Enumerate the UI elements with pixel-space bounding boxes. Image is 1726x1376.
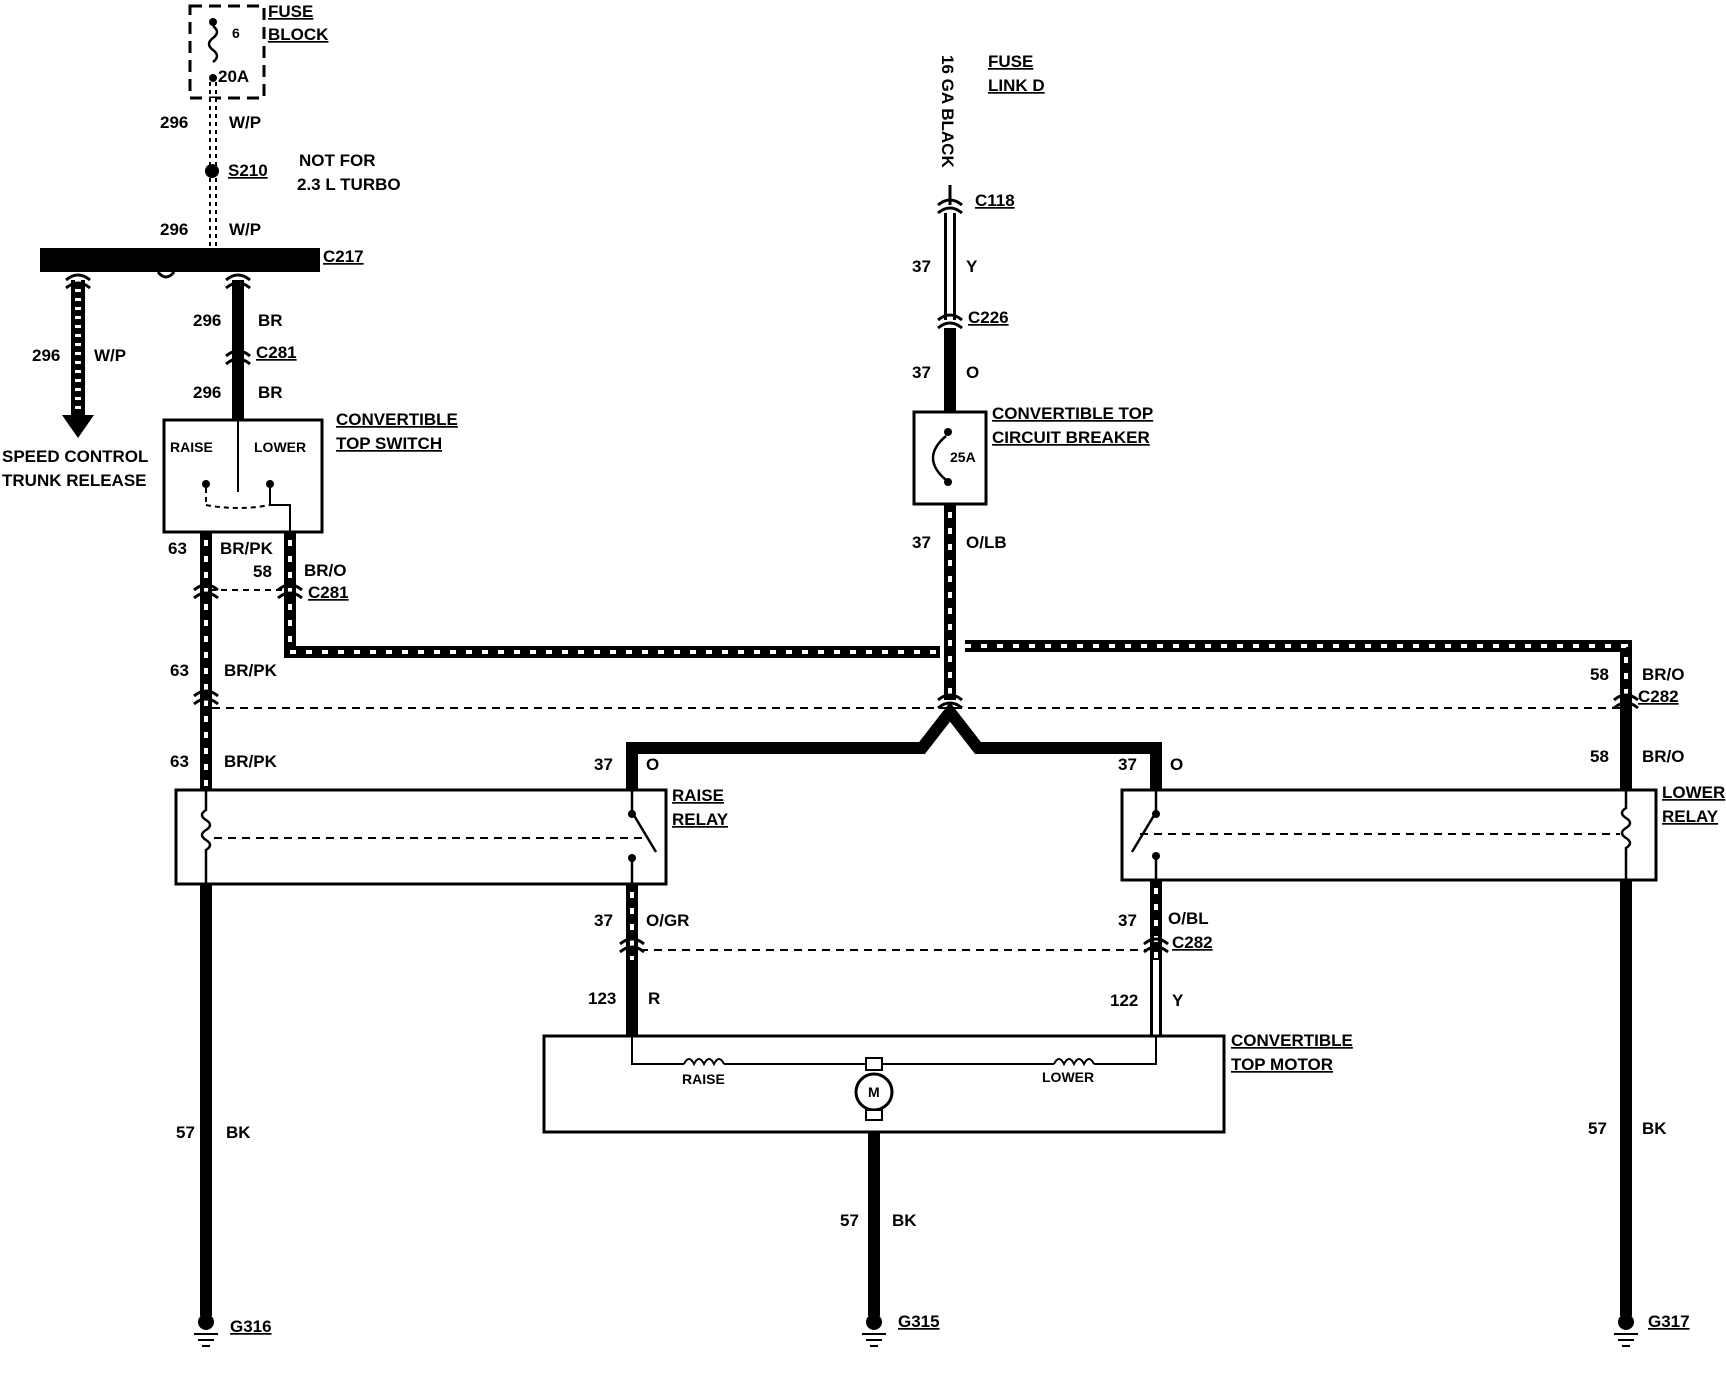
connector-c281-a: C281 [256, 343, 297, 362]
wire-37-o-num: 37 [912, 363, 931, 382]
speed-control-arrow-icon [62, 415, 94, 438]
motor-lower: LOWER [1042, 1069, 1094, 1085]
lower-relay-line-2: RELAY [1662, 807, 1719, 826]
wire-63-brpk-3-color: BR/PK [224, 752, 278, 771]
wire-296-br-2-num: 296 [193, 383, 221, 402]
wire-296-wp-3-num: 296 [32, 346, 60, 365]
breaker-title-2: CIRCUIT BREAKER [992, 428, 1150, 447]
connector-c226: C226 [968, 308, 1009, 327]
wire-296-wp-2-color: W/P [229, 220, 261, 239]
wire-57-bk-1-color: BK [226, 1123, 251, 1142]
motor-raise: RAISE [682, 1071, 725, 1087]
wire-37-o-left-num: 37 [594, 755, 613, 774]
splice-label: S210 [228, 161, 268, 180]
switch-title-1: CONVERTIBLE [336, 410, 458, 429]
wire-296-wp-1-color: W/P [229, 113, 261, 132]
note-line-2: 2.3 L TURBO [297, 175, 401, 194]
wire-57-bk-2-num: 57 [840, 1211, 859, 1230]
wire-37-ogr-num: 37 [594, 911, 613, 930]
convertible-top-switch [162, 418, 324, 534]
wire-37-o-color: O [966, 363, 979, 382]
wire-37-ogr-color: O/GR [646, 911, 689, 930]
wire-63-brpk-3-num: 63 [170, 752, 189, 771]
connector-c282-b: C282 [1172, 933, 1213, 952]
wire-37-olb-num: 37 [912, 533, 931, 552]
wire-37-o-left-color: O [646, 755, 659, 774]
breaker-title-1: CONVERTIBLE TOP [992, 404, 1153, 423]
connector-c118: C118 [975, 191, 1015, 210]
connector-c281-b: C281 [308, 583, 349, 602]
switch-title-2: TOP SWITCH [336, 434, 442, 453]
wire-58-bro-3-color: BR/O [1642, 747, 1685, 766]
wire-57-bk-1-num: 57 [176, 1123, 195, 1142]
motor-title-1: CONVERTIBLE [1231, 1031, 1353, 1050]
wire-296-wp-1-num: 296 [160, 113, 188, 132]
wire-37-y-num: 37 [912, 257, 931, 276]
fuse-block: 6 20A [188, 4, 266, 100]
fuse-block-title-2: BLOCK [268, 25, 329, 44]
speed-control-line-2: TRUNK RELEASE [2, 471, 147, 490]
motor-m: M [868, 1084, 880, 1100]
wire-57-bk-3-color: BK [1642, 1119, 1667, 1138]
raise-relay-line-2: RELAY [672, 810, 729, 829]
fuse-link-title-1: FUSE [988, 52, 1033, 71]
switch-lower-label: LOWER [254, 439, 306, 455]
wire-63-brpk-1-num: 63 [168, 539, 187, 558]
wire-296-wp-3-color: W/P [94, 346, 126, 365]
wire-58-bro-3-num: 58 [1590, 747, 1609, 766]
ground-g316: G316 [230, 1317, 272, 1336]
switch-raise-label: RAISE [170, 439, 213, 455]
ground-g317: G317 [1648, 1312, 1690, 1331]
circuit-breaker [912, 410, 988, 506]
wire-37-obl-num: 37 [1118, 911, 1137, 930]
wire-296-br-1-color: BR [258, 311, 283, 330]
wire-296-wp-2-num: 296 [160, 220, 188, 239]
wire-37-y-color: Y [966, 257, 978, 276]
wire-63-brpk-2-color: BR/PK [224, 661, 278, 680]
wire-58-bro-1-color: BR/O [304, 561, 347, 580]
fuse-block-title-1: FUSE [268, 2, 313, 21]
wire-63-brpk-1-color: BR/PK [220, 539, 274, 558]
wire-37-olb-color: O/LB [966, 533, 1007, 552]
wire-58-bro-1-num: 58 [253, 562, 272, 581]
connector-c282-a: C282 [1638, 687, 1679, 706]
breaker-rating: 25A [950, 449, 976, 465]
wire-296-br-1-num: 296 [193, 311, 221, 330]
speed-control-line-1: SPEED CONTROL [2, 447, 148, 466]
wire-122-y-color: Y [1172, 991, 1184, 1010]
splice-s210 [205, 164, 219, 178]
wire-58-bro-2-color: BR/O [1642, 665, 1685, 684]
wire-296-br-2-color: BR [258, 383, 283, 402]
wire-123-r-color: R [648, 989, 660, 1008]
note-line-1: NOT FOR [299, 151, 376, 170]
wire-57-bk-3-num: 57 [1588, 1119, 1607, 1138]
wire-37-o-right-color: O [1170, 755, 1183, 774]
lower-relay-line-1: LOWER [1662, 783, 1725, 802]
fuse-rating: 20A [218, 67, 249, 86]
fuse-link-wire-desc: 16 GA BLACK [938, 55, 957, 168]
ground-g315: G315 [898, 1312, 940, 1331]
fuse-link-title-2: LINK D [988, 76, 1045, 95]
wire-37-o-right-num: 37 [1118, 755, 1137, 774]
motor-title-2: TOP MOTOR [1231, 1055, 1333, 1074]
wire-63-brpk-2-num: 63 [170, 661, 189, 680]
fuse-number: 6 [232, 25, 240, 41]
wire-57-bk-2-color: BK [892, 1211, 917, 1230]
raise-relay-line-1: RAISE [672, 786, 724, 805]
wire-122-y-num: 122 [1110, 991, 1138, 1010]
connector-c217 [40, 248, 320, 272]
wire-58-bro-2-num: 58 [1590, 665, 1609, 684]
connector-c217-label: C217 [323, 247, 364, 266]
wire-123-r-num: 123 [588, 989, 616, 1008]
wire-37-obl-color: O/BL [1168, 909, 1209, 928]
